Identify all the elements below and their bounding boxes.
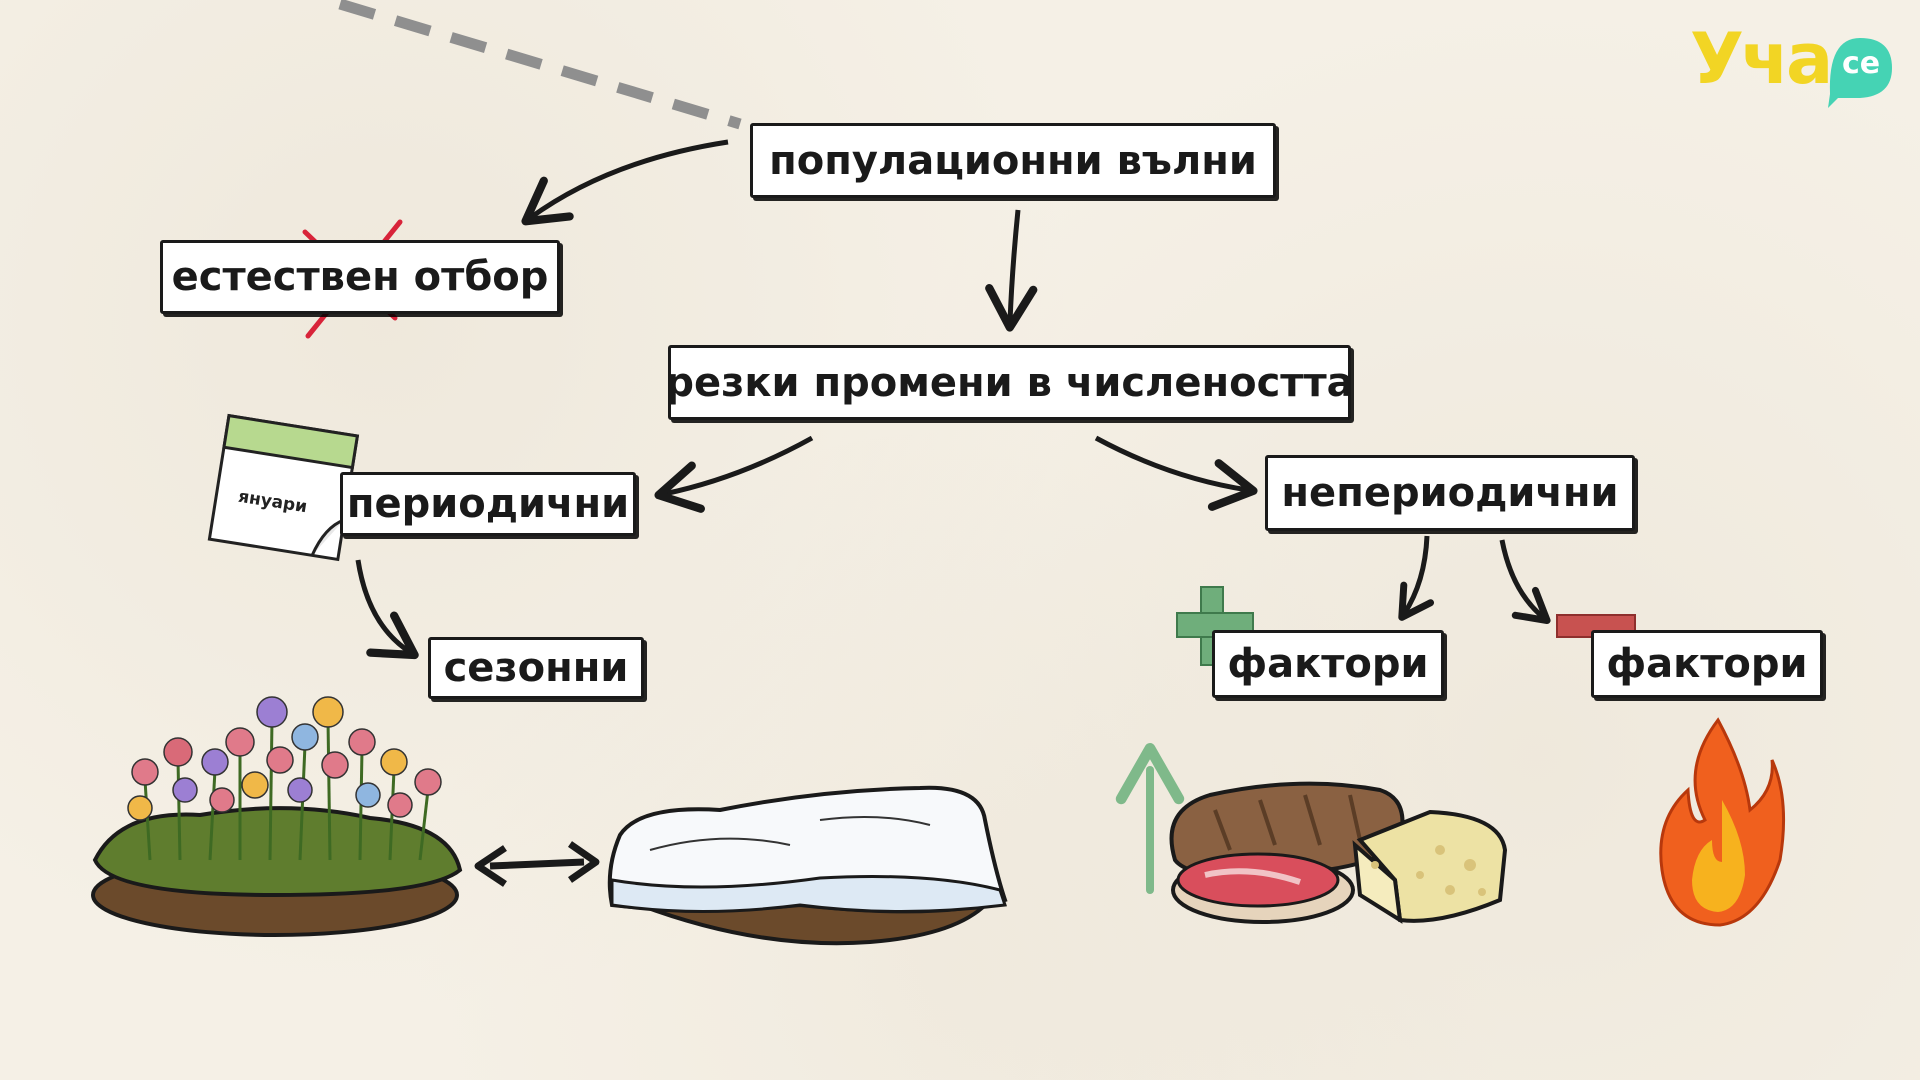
snow-covered-ground-illustration (607, 785, 1008, 946)
arrow-to-periodic (654, 435, 814, 513)
arrow-to-nonperiodic (1094, 435, 1258, 511)
food-illustration (1169, 781, 1508, 924)
dashed-connector (338, 0, 742, 130)
logo-text: Уча (1690, 18, 1833, 100)
minus-factors-label: фактори (1591, 630, 1823, 698)
plus-factors-label: фактори (1212, 630, 1444, 698)
arrow-to-sharp-changes (985, 209, 1038, 332)
periodic-label: периодични (340, 472, 636, 536)
middle-label: резки промени в числеността (665, 345, 1354, 420)
calendar-icon (207, 413, 360, 562)
arrow-to-seasonal (355, 559, 419, 660)
nonperiodic-label: непериодични (1265, 455, 1635, 531)
logo-badge-icon (1828, 38, 1892, 108)
logo-suffix: се (1842, 46, 1881, 81)
crossed-label: естествен отбор (160, 240, 560, 314)
arrow-to-plus-factors (1398, 535, 1435, 621)
root-label: популационни вълни (750, 123, 1276, 198)
arrow-to-minus-factors (1499, 539, 1551, 625)
double-arrow (474, 841, 600, 887)
flower-meadow-illustration (91, 696, 463, 937)
seasonal-label: сезонни (428, 637, 644, 699)
fire-icon (1659, 717, 1786, 927)
arrow-to-natural-selection (521, 139, 729, 226)
